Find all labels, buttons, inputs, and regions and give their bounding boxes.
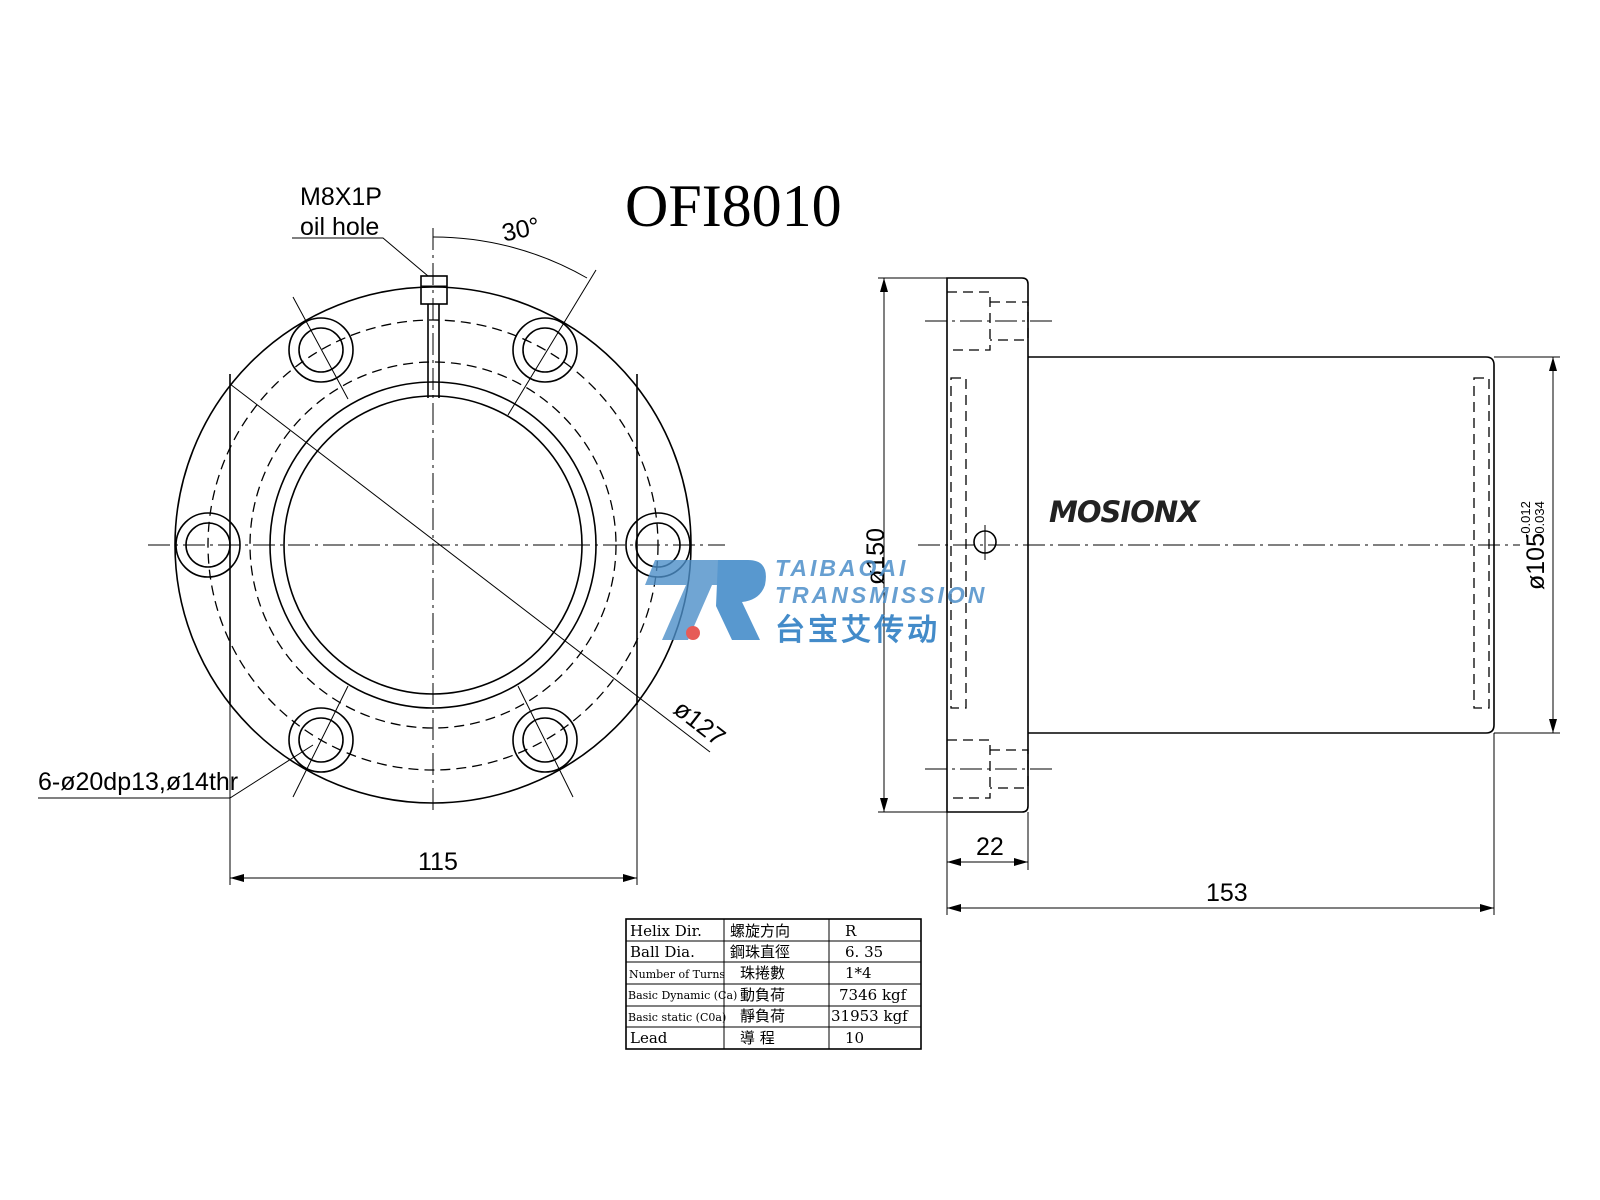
- table-cell-en: Basic Dynamic (Ca): [628, 989, 737, 1002]
- front-view: M8X1P oil hole 30° ø127 6-ø20dp13,ø14thr…: [38, 183, 730, 885]
- table-row: Helix Dir. 螺旋方向 R: [630, 922, 857, 940]
- spec-table: Helix Dir. 螺旋方向 R Ball Dia. 鋼珠直徑 6. 35 N…: [625, 918, 922, 1050]
- hole-spec-label: 6-ø20dp13,ø14thr: [38, 768, 238, 796]
- table-row: Number of Turns 珠捲數 1*4: [629, 964, 872, 982]
- bolt-hole-1: [288, 317, 354, 383]
- watermark-logo: [645, 560, 766, 640]
- table-row: Ball Dia. 鋼珠直徑 6. 35: [630, 943, 883, 961]
- table-cell-en: Ball Dia.: [630, 943, 695, 961]
- body-dia-label: ø105: [1522, 533, 1550, 590]
- flange-hole-top: [925, 291, 1052, 351]
- table-cell-value: 10: [845, 1029, 864, 1047]
- table-cell-cn: 鋼珠直徑: [730, 943, 790, 961]
- table-row: Lead 導 程 10: [630, 1029, 864, 1047]
- table-row: Basic static (C0a) 靜負荷 31953 kgf: [628, 1007, 909, 1025]
- table-cell-value: 6. 35: [845, 943, 883, 961]
- radial-line-bottom-right: [517, 685, 574, 798]
- table-cell-cn: 螺旋方向: [730, 922, 790, 940]
- table-cell-en: Helix Dir.: [630, 922, 702, 940]
- table-cell-value: 7346 kgf: [839, 986, 908, 1004]
- length-label: 153: [1206, 879, 1248, 907]
- flange-dia-arrow-bottom: [880, 798, 888, 812]
- table-cell-en: Lead: [630, 1029, 668, 1047]
- hidden-slot-left: [950, 377, 967, 709]
- angle-arc: [432, 236, 588, 279]
- bolt-hole-5: [288, 707, 354, 773]
- body-dia-tolerance-lower: -0.034: [1532, 501, 1547, 538]
- length-arrow-right: [1480, 904, 1494, 912]
- thickness-arrow-left: [947, 858, 961, 866]
- table-cell-en: Basic static (C0a): [628, 1011, 726, 1024]
- bolt-hole-3: [175, 512, 241, 578]
- oil-hole-leader: [292, 237, 429, 277]
- body-dia-tolerance-upper: -0.012: [1518, 501, 1533, 538]
- body-dia-arrow-bottom: [1549, 719, 1557, 733]
- table-cell-cn: 動負荷: [740, 986, 785, 1004]
- width-arrow-left: [230, 874, 244, 882]
- watermark-name-en-2: TRANSMISSION: [775, 582, 987, 608]
- radial-line-bottom-left: [292, 685, 349, 798]
- flange-dia-arrow-top: [880, 278, 888, 292]
- radial-line-top-left: [292, 296, 349, 400]
- oil-hole-thread-label: M8X1P: [300, 183, 382, 211]
- brand-mark: MOSIONX: [1049, 495, 1201, 529]
- drawing-title: OFI8010: [625, 173, 842, 239]
- watermark-name-en-1: TAIBAOAI: [775, 555, 908, 581]
- body-dia-arrow-top: [1549, 357, 1557, 371]
- side-view: MOSIONX ø150 ø105 -0.012 -0.034 22 153: [862, 277, 1560, 915]
- flange-dia-label: ø150: [862, 528, 890, 585]
- watermark: TAIBAOAI TRANSMISSION 台宝艾传动: [645, 555, 987, 648]
- width-arrow-right: [623, 874, 637, 882]
- thickness-label: 22: [976, 833, 1004, 861]
- angle-label: 30°: [499, 212, 542, 247]
- pcd-dimension-line: [229, 383, 711, 753]
- thickness-arrow-right: [1014, 858, 1028, 866]
- length-arrow-left: [947, 904, 961, 912]
- table-cell-cn: 珠捲數: [740, 964, 785, 982]
- oil-hole: [420, 275, 448, 398]
- width-label: 115: [418, 848, 458, 876]
- hidden-slot-right: [1473, 377, 1490, 709]
- bolt-hole-6: [512, 707, 578, 773]
- table-cell-value: R: [845, 922, 857, 940]
- oil-hole-label: oil hole: [300, 213, 379, 241]
- flange-hole-bottom: [925, 739, 1052, 799]
- flange-outline: [946, 277, 1029, 813]
- bolt-hole-2: [512, 317, 578, 383]
- table-cell-cn: 導 程: [740, 1029, 775, 1047]
- table-cell-value: 31953 kgf: [831, 1007, 909, 1025]
- table-row: Basic Dynamic (Ca) 動負荷 7346 kgf: [628, 986, 908, 1004]
- angle-extension-line: [507, 269, 597, 416]
- table-cell-cn: 靜負荷: [740, 1007, 785, 1025]
- table-cell-value: 1*4: [845, 964, 872, 982]
- table-cell-en: Number of Turns: [629, 968, 725, 981]
- watermark-name-cn: 台宝艾传动: [775, 613, 940, 648]
